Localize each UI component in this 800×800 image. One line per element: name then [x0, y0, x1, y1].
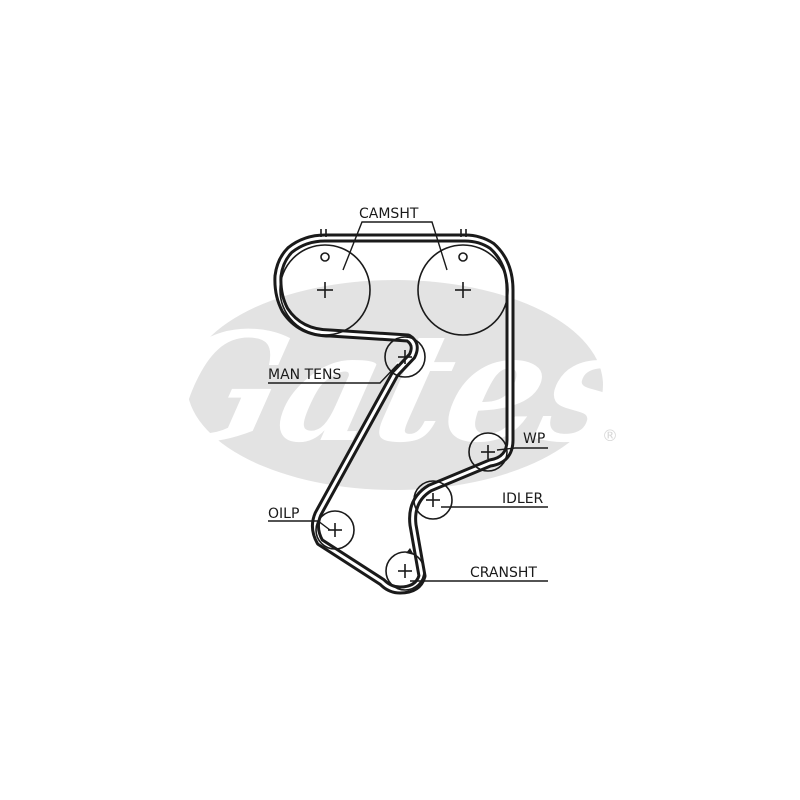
- label-crankshaft: CRANSHT: [470, 565, 537, 581]
- label-oil-pump: OILP: [268, 506, 299, 522]
- gates-logo-watermark: Gates ®: [134, 280, 653, 490]
- label-camshaft: CAMSHT: [359, 206, 419, 222]
- leader-lines: [268, 221, 548, 582]
- camshaft-pulley-left: [279, 229, 371, 336]
- timing-mark-icon: [320, 252, 330, 262]
- oil-pump-pulley: [315, 510, 355, 550]
- crankshaft-pulley: [385, 548, 425, 591]
- label-man-tens: MAN TENS: [268, 367, 341, 383]
- camshaft-pulley-right: [417, 229, 509, 336]
- arrow-icon: [406, 548, 414, 555]
- registered-mark: ®: [602, 426, 618, 445]
- logo-text: Gates: [134, 299, 652, 475]
- logo-ellipse: [187, 280, 603, 490]
- manual-tensioner-pulley: [384, 336, 426, 378]
- water-pump-pulley: [468, 432, 508, 472]
- label-water-pump: WP: [523, 431, 545, 447]
- timing-mark-icon: [458, 252, 468, 262]
- label-idler: IDLER: [502, 491, 544, 507]
- idler-pulley: [413, 480, 453, 520]
